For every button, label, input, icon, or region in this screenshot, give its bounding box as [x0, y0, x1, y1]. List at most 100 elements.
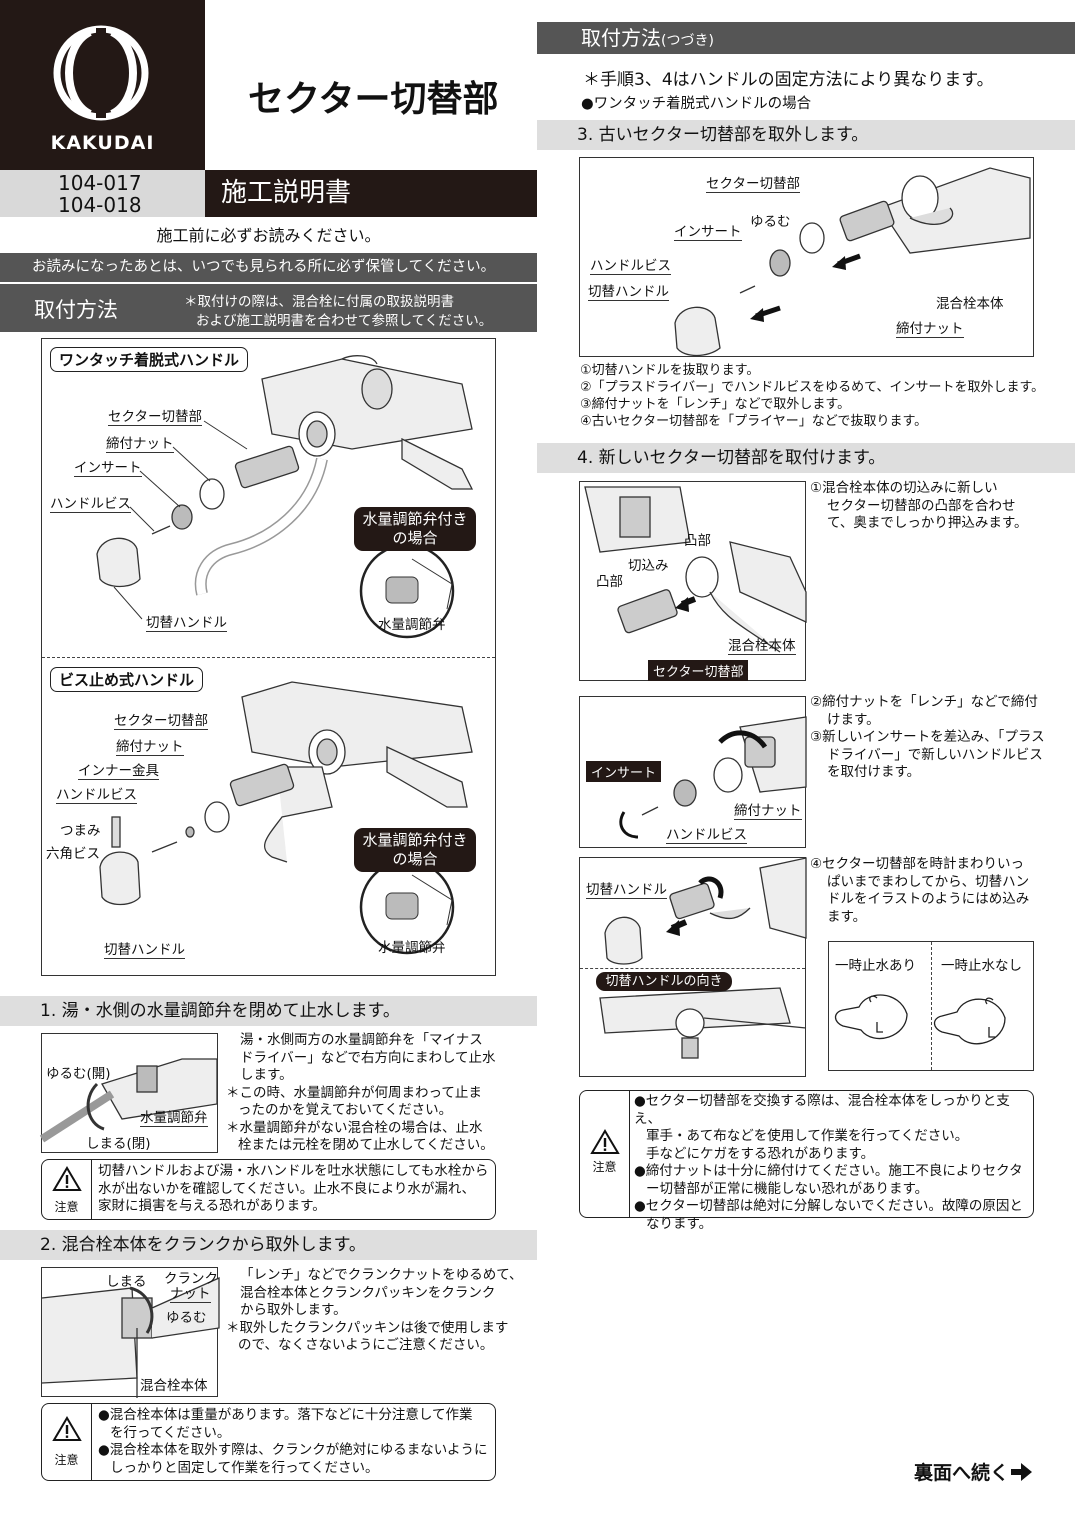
- step1-text: 湯・水側両方の水量調節弁を「マイナス ドライバー」などで右方向にまわして止水 し…: [226, 1032, 496, 1155]
- label-bump-2: 凸部: [596, 574, 623, 590]
- right-note: ＊手順3、4はハンドルの固定方法により異なります。: [583, 70, 994, 90]
- label-screw-1: ハンドルビス: [50, 492, 131, 513]
- step1-line: 湯・水側両方の水量調節弁を「マイナス: [240, 1032, 483, 1048]
- sector-remove-icon: [674, 167, 1031, 357]
- step4-text-1: ①混合栓本体の切込みに新しい セクター切替部の凸部を合わせ て、奥までしっかり押…: [810, 480, 1027, 533]
- model-numbers: 104-017 104-018: [0, 170, 205, 217]
- label-body-step2: 混合栓本体: [140, 1378, 208, 1394]
- caution-line: 軍手・あて布などを使用して作業を行ってください。: [646, 1128, 969, 1144]
- step4-figure-3: 切替ハンドル 切替ハンドルの向き: [579, 857, 807, 1077]
- label-nut-2: 締付ナット: [116, 735, 184, 756]
- handle-direction-badge: 切替ハンドルの向き: [596, 972, 732, 991]
- label-insert-step4: インサート: [586, 761, 662, 782]
- label-insert-step3: インサート: [674, 220, 742, 241]
- warning-icon: [52, 1166, 82, 1191]
- step4-line: セクター切替部の凸部を合わせ: [827, 497, 1016, 514]
- step1-line: 栓または元栓を閉めて止水してください。: [238, 1137, 494, 1153]
- label-close: しまる(閉): [86, 1136, 151, 1152]
- label-handle-step4: 切替ハンドル: [586, 878, 667, 899]
- label-valve-2: 水量調節弁: [378, 940, 446, 956]
- label-notch: 切込み: [628, 558, 669, 574]
- label-crank: クランク: [164, 1271, 218, 1287]
- label-hex-2: 六角ビス: [46, 846, 100, 862]
- read-before-notice: 施工前に必ずお読みください。: [156, 226, 381, 245]
- caution-line: ー切替部が正常に機能しない恐れがあります。: [646, 1180, 929, 1197]
- caution-line: ●混合栓本体を取外す際は、クランクが絶対にゆるまないように: [98, 1442, 488, 1458]
- step1-caution: 注意 切替ハンドルおよび湯・水ハンドルを吐水状態にしても水栓から 水が出ないかを…: [41, 1159, 496, 1220]
- one-touch-title: ワンタッチ着脱式ハンドル: [50, 347, 249, 372]
- caution-line: しっかりと固定して作業を行ってください。: [110, 1459, 379, 1476]
- valve-case-line-4: の場合: [392, 850, 438, 868]
- step4-heading: 4. 新しいセクター切替部を取付けます。: [537, 443, 1075, 473]
- label-valve-step1: 水量調節弁: [140, 1106, 208, 1127]
- label-loosen-step3: ゆるむ: [750, 214, 791, 230]
- label-body-step3: 混合栓本体: [936, 296, 1004, 312]
- sector-insert-icon: [584, 486, 807, 653]
- step4-figure-1: 凸部 切込み 凸部 混合栓本体 セクター切替部: [579, 481, 807, 681]
- valve-case-line-2: の場合: [392, 529, 438, 547]
- right-heading: 取付方法: [581, 26, 661, 50]
- step2-line: ので、なくさないようにご注意ください。: [238, 1337, 494, 1353]
- label-nut-step3: 締付ナット: [896, 317, 964, 338]
- right-caution-text: ●セクター切替部を交換する際は、混合栓本体をしっかりと支え、 軍手・あて布などを…: [634, 1093, 1033, 1233]
- table-divider: [931, 942, 932, 1070]
- valve-case-badge-1: 水量調節弁付き の場合: [354, 507, 476, 551]
- step2-line: から取外します。: [240, 1302, 347, 1318]
- warning-icon: [590, 1129, 620, 1154]
- doc-type-bar: 施工説明書: [205, 170, 537, 217]
- logo-block: [0, 0, 205, 170]
- step4-line: ④セクター切替部を時計まわりいっ: [810, 856, 1025, 872]
- faucet-exploded-screw-icon: [99, 681, 473, 955]
- label-screw-step4: ハンドルビス: [666, 823, 747, 844]
- label-screw-step3: ハンドルビス: [590, 254, 671, 275]
- caution-line: ●混合栓本体は重量があります。落下などに十分注意して作業: [98, 1407, 473, 1423]
- figure-divider: [580, 968, 805, 969]
- page-title: セクター切替部: [248, 79, 499, 120]
- caution-col: 注意: [42, 1404, 92, 1480]
- model-number-2: 104-018: [58, 193, 142, 217]
- model-number-1: 104-017: [58, 171, 142, 195]
- caution-line: 水が出ないかを確認してください。止水不良により水が漏れ、: [98, 1180, 476, 1197]
- nut-tighten-icon: [619, 716, 807, 839]
- label-valve-1: 水量調節弁: [378, 617, 446, 633]
- step3-line: ④古いセクター切替部を「プライヤー」などで抜取ります。: [580, 414, 928, 429]
- step1-figure: ゆるむ(開) 水量調節弁 しまる(閉): [39, 1033, 218, 1153]
- caution-line: 手などにケガをする恐れがあります。: [646, 1145, 875, 1162]
- step4-line: ます。: [827, 908, 867, 925]
- caution-line: 家財に損害を与える恐れがあります。: [98, 1198, 326, 1214]
- step2-caution-text: ●混合栓本体は重量があります。落下などに十分注意して作業 を行ってください。 ●…: [98, 1407, 488, 1477]
- caution-col: 注意: [42, 1160, 92, 1219]
- step3-heading: 3. 古いセクター切替部を取外します。: [537, 120, 1075, 150]
- right-heading-sub: (つづき): [661, 33, 714, 49]
- step1-line: します。: [240, 1067, 293, 1083]
- step1-line: ったのかを覚えておいてください。: [238, 1102, 453, 1118]
- valve-case-line-1: 水量調節弁付き: [362, 510, 468, 528]
- step1-line: ＊水量調節弁がない混合栓の場合は、止水: [226, 1119, 483, 1136]
- step4-text-3: ④セクター切替部を時計まわりいっ ぱいまでまわしてから、切替ハン ドルをイラスト…: [810, 856, 1029, 926]
- table-header-with-stop: 一時止水あり: [835, 958, 916, 974]
- screw-handle-title: ビス止め式ハンドル: [50, 667, 204, 692]
- handle-orientation-icon: [834, 994, 1006, 1045]
- label-sector-1: セクター切替部: [108, 405, 202, 426]
- handle-orientation-table: 一時止水あり 一時止水なし: [828, 941, 1034, 1071]
- step3-line: ①切替ハンドルを抜取ります。: [580, 363, 760, 378]
- valve-case-badge-2: 水量調節弁付き の場合: [354, 828, 476, 872]
- arrow-right-icon: [1011, 1463, 1033, 1481]
- handle-fit-icon: [599, 857, 807, 1059]
- doc-type: 施工説明書: [221, 178, 352, 208]
- label-knob-2: つまみ: [60, 823, 101, 839]
- step1-heading: 1. 湯・水側の水量調節弁を閉めて止水します。: [0, 996, 537, 1026]
- right-caution: 注意 ●セクター切替部を交換する際は、混合栓本体をしっかりと支え、 軍手・あて布…: [579, 1090, 1034, 1232]
- step2-caution: 注意 ●混合栓本体は重量があります。落下などに十分注意して作業 を行ってください…: [41, 1403, 496, 1481]
- step4-line: ぱいまでまわしてから、切替ハン: [827, 873, 1030, 890]
- caution-col: 注意: [580, 1091, 630, 1217]
- step4-line: ③新しいインサートを差込み、「プラス: [810, 729, 1045, 745]
- faucet-exploded-icon: [96, 355, 474, 639]
- step2-line: 「レンチ」などでクランクナットをゆるめて、: [240, 1267, 523, 1283]
- handle-types-figure: ワンタッチ着脱式ハンドル セクター切替部 締付ナット: [41, 338, 496, 976]
- step2-line: ＊取外したクランクパッキンは後で使用します: [226, 1319, 509, 1336]
- kakudai-logo-icon: [53, 25, 149, 121]
- caution-line: ●セクター切替部は絶対に分解しないでください。故障の原因と: [634, 1198, 1023, 1214]
- step1-caution-text: 切替ハンドルおよび湯・水ハンドルを吐水状態にしても水栓から 水が出ないかを確認し…: [98, 1163, 488, 1216]
- caution-label: 注意: [592, 1160, 617, 1174]
